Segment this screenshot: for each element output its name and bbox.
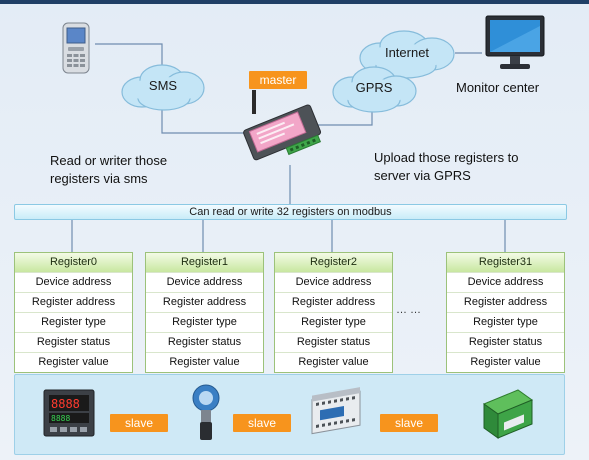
register-row: Register address: [447, 292, 564, 312]
register-row: Register address: [275, 292, 392, 312]
ellipsis-text: … …: [396, 304, 422, 316]
svg-text:8888: 8888: [51, 397, 80, 411]
register-row: Register status: [146, 332, 263, 352]
register-row: Register value: [146, 352, 263, 372]
monitor-center-label: Monitor center: [456, 80, 540, 95]
top-border: [0, 0, 589, 4]
register-table-31: Register31 Device address Register addre…: [446, 252, 565, 373]
register-row: Register status: [275, 332, 392, 352]
register-title: Register0: [15, 253, 132, 272]
upload-gprs-text: Upload those registers to server via GPR…: [374, 150, 519, 183]
register-row: Register address: [146, 292, 263, 312]
register-row: Register type: [447, 312, 564, 332]
register-row: Register address: [15, 292, 132, 312]
register-row: Device address: [15, 272, 132, 292]
slave-tag-1: slave: [110, 414, 168, 432]
register-table-0: Register0 Device address Register addres…: [14, 252, 133, 373]
sms-cloud-icon: [121, 64, 205, 111]
sensor-transmitter-icon: [192, 384, 220, 440]
register-row: Register type: [146, 312, 263, 332]
mobile-phone-icon: [62, 22, 90, 74]
signal-isolator-icon: [482, 389, 534, 439]
slave-tag-3: slave: [380, 414, 438, 432]
temperature-controller-icon: 8888 8888: [43, 389, 95, 437]
register-row: Device address: [146, 272, 263, 292]
sms-cloud-label: SMS: [148, 78, 178, 93]
register-table-1: Register1 Device address Register addres…: [145, 252, 264, 373]
register-row: Register value: [275, 352, 392, 372]
register-row: Device address: [275, 272, 392, 292]
gprs-cloud-label: GPRS: [355, 80, 393, 95]
read-write-sms-text: Read or writer those registers via sms: [50, 153, 168, 186]
register-row: Register status: [15, 332, 132, 352]
register-title: Register31: [447, 253, 564, 272]
register-table-2: Register2 Device address Register addres…: [274, 252, 393, 373]
register-row: Register type: [15, 312, 132, 332]
register-row: Register status: [447, 332, 564, 352]
register-row: Register value: [447, 352, 564, 372]
gsm-modem-icon: [243, 90, 322, 161]
internet-cloud-label: Internet: [384, 45, 430, 60]
plc-module-icon: [311, 387, 361, 435]
register-title: Register1: [146, 253, 263, 272]
master-tag: master: [249, 71, 307, 89]
gprs-cloud-icon: [332, 66, 417, 113]
register-row: Register value: [15, 352, 132, 372]
monitor-icon: [485, 15, 545, 69]
register-row: Device address: [447, 272, 564, 292]
register-title: Register2: [275, 253, 392, 272]
svg-text:8888: 8888: [51, 414, 70, 423]
register-row: Register type: [275, 312, 392, 332]
modbus-bus-bar: Can read or write 32 registers on modbus: [14, 204, 567, 220]
slave-tag-2: slave: [233, 414, 291, 432]
